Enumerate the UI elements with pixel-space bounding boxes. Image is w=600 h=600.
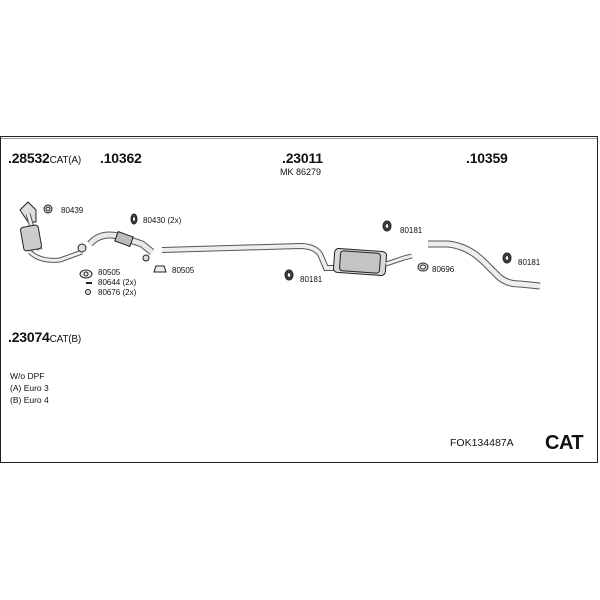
- label-80676: 80676 (2x): [98, 288, 137, 297]
- mk-reference: MK 86279: [280, 167, 322, 177]
- clamp-80439-drawing: [43, 204, 53, 214]
- front-pipe-drawing: [87, 230, 155, 262]
- label-80181-upper: 80181: [400, 226, 423, 235]
- hanger-80181-center-drawing: [284, 269, 294, 281]
- hanger-80181-right-drawing: [502, 252, 512, 264]
- rear-pipe-drawing: [428, 240, 541, 290]
- gasket-80505-right-drawing: [153, 265, 167, 273]
- clamp-80696-drawing: [417, 262, 429, 272]
- label-80430: 80430 (2x): [143, 216, 182, 225]
- catalytic-converter-drawing: [19, 201, 87, 263]
- bolts-drawing: [85, 282, 92, 295]
- label-80181-right: 80181: [518, 258, 541, 267]
- label-80644: 80644 (2x): [98, 278, 137, 287]
- label-80696: 80696: [432, 265, 455, 274]
- note-euro-4: (B) Euro 4: [10, 395, 49, 405]
- kit-badge: CAT: [545, 432, 584, 454]
- note-no-dpf: W/o DPF: [10, 371, 45, 381]
- gasket-80505-drawing: [79, 269, 93, 279]
- label-80505-right: 80505: [172, 266, 195, 275]
- part-group-23074: .23074CAT(B): [8, 329, 82, 345]
- part-group-28532: .28532CAT(A): [8, 150, 82, 166]
- part-group-23011: .23011: [282, 150, 323, 166]
- diagram-frame: [0, 136, 598, 463]
- part-group-10362: .10362: [100, 150, 142, 166]
- label-80181-center: 80181: [300, 275, 323, 284]
- kit-code: FOK134487A: [450, 437, 514, 449]
- label-80439: 80439: [61, 206, 84, 215]
- hanger-80181-upper-drawing: [382, 220, 392, 232]
- note-euro-3: (A) Euro 3: [10, 383, 49, 393]
- hanger-80430-drawing: [130, 213, 138, 225]
- center-pipe-drawing: [161, 242, 413, 277]
- part-group-10359: .10359: [466, 150, 508, 166]
- label-80505-left: 80505: [98, 268, 121, 277]
